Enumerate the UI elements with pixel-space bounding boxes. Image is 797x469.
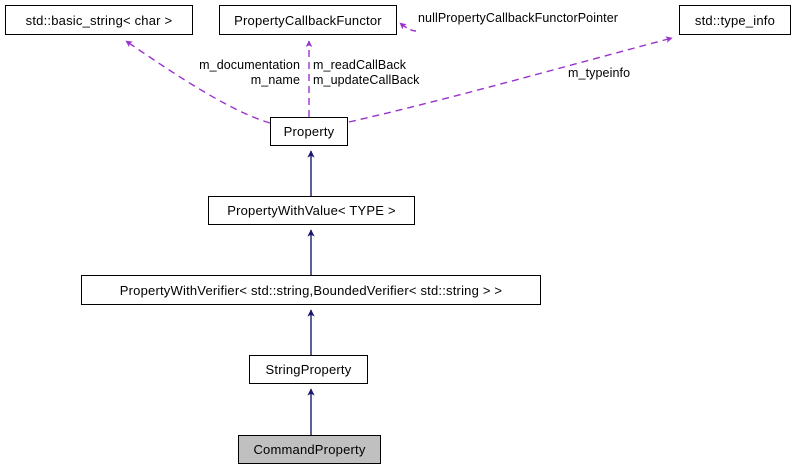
edge-label-line: nullPropertyCallbackFunctorPointer xyxy=(418,11,619,25)
node-command-property[interactable]: CommandProperty xyxy=(238,435,381,464)
edge-property-to-std-type-info xyxy=(348,36,673,123)
edge-label-line: m_typeinfo xyxy=(568,66,631,80)
edge-label-m-documentation-m-name: m_documentation m_name xyxy=(182,58,300,88)
edge-property-callback-functor-null-pointer xyxy=(399,22,417,32)
node-property-with-verifier[interactable]: PropertyWithVerifier< std::string,Bounde… xyxy=(81,275,541,305)
edge-label-line: m_name xyxy=(250,73,300,87)
node-std-basic-string[interactable]: std::basic_string< char > xyxy=(5,5,193,35)
node-property-callback-functor[interactable]: PropertyCallbackFunctor xyxy=(219,5,397,35)
edge-label-m-readcallback-m-updatecallback: m_readCallBack m_updateCallBack xyxy=(313,58,453,88)
node-std-type-info[interactable]: std::type_info xyxy=(679,5,791,35)
node-property[interactable]: Property xyxy=(270,117,348,146)
edge-label-line: m_readCallBack xyxy=(313,58,407,72)
edge-label-line: m_documentation xyxy=(199,58,300,72)
node-property-with-value[interactable]: PropertyWithValue< TYPE > xyxy=(208,196,415,225)
edge-label-line: m_updateCallBack xyxy=(313,73,420,87)
edge-label-null-property-callback-functor-pointer: nullPropertyCallbackFunctorPointer xyxy=(418,11,668,26)
edge-label-m-typeinfo: m_typeinfo xyxy=(568,66,658,81)
node-string-property[interactable]: StringProperty xyxy=(249,355,368,384)
edge-property-to-std-basic-string xyxy=(125,40,271,124)
